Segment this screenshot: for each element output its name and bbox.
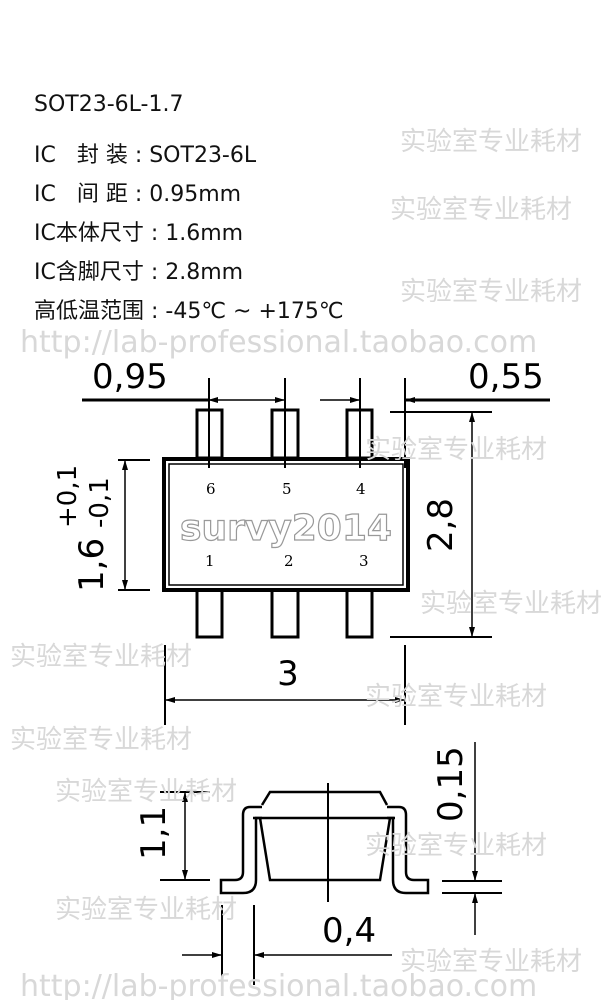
watermark-cn: 实验室专业耗材	[365, 682, 547, 712]
spec-pitch: IC 间 距 : 0.95mm	[34, 182, 242, 207]
watermark-cn: 实验室专业耗材	[420, 589, 602, 619]
top-view-labels: 6 5 4 1 2 3 0,95 0,55 3 2,8 1,6 +0,1 -0,…	[53, 357, 544, 694]
spec-temp-range: 高低温范围 : -45℃ ~ +175℃	[34, 299, 344, 324]
watermark-cn: 实验室专业耗材	[390, 195, 572, 225]
watermark-cn: 实验室专业耗材	[10, 642, 192, 672]
dim-foot-length: 0,4	[322, 911, 376, 951]
dim-body-width: 1,6	[72, 538, 112, 592]
pin-2-label: 2	[284, 552, 294, 570]
dim-body-tol-plus: +0,1	[53, 465, 83, 528]
dim-lead-width: 0,55	[468, 357, 544, 397]
leads-bottom	[195, 588, 374, 639]
dim-body-tol-minus: -0,1	[85, 477, 115, 528]
watermark-url: http://lab-professional.taobao.com	[20, 325, 537, 360]
spec-body-size: IC本体尺寸 : 1.6mm	[34, 221, 244, 246]
body-cap	[260, 790, 389, 806]
dim-pitch: 0,95	[92, 357, 168, 397]
watermark-cn: 实验室专业耗材	[400, 127, 582, 157]
watermark-cn: 实验室专业耗材	[55, 895, 237, 925]
lead-right	[387, 805, 430, 895]
title: SOT23-6L-1.7	[34, 92, 184, 117]
watermark-url: http://lab-professional.taobao.com	[20, 969, 537, 1000]
dim-overall-width: 2,8	[421, 498, 461, 552]
pin-1-label: 1	[205, 552, 215, 570]
package-body	[162, 457, 410, 592]
spec-lead-size: IC含脚尺寸 : 2.8mm	[34, 260, 244, 285]
watermark-user: survy2014	[180, 508, 392, 549]
watermark-cn: 实验室专业耗材	[365, 435, 547, 465]
dim-height: 1,1	[134, 806, 174, 860]
top-view	[82, 378, 550, 725]
side-view	[160, 742, 502, 985]
watermark-cn: 实验室专业耗材	[10, 725, 192, 755]
body-lower	[258, 817, 392, 882]
watermark-cn: 实验室专业耗材	[400, 947, 582, 977]
pin-6-label: 6	[206, 480, 216, 498]
watermarks: 实验室专业耗材 实验室专业耗材 实验室专业耗材 http://lab-profe…	[10, 127, 602, 1000]
spec-package: IC 封 装 : SOT23-6L	[34, 143, 257, 168]
side-view-labels: 1,1 0,15 0,4	[134, 746, 471, 951]
watermark-cn: 实验室专业耗材	[365, 831, 547, 861]
pin-3-label: 3	[359, 552, 369, 570]
dim-lead-thickness: 0,15	[431, 746, 471, 822]
dim-length: 3	[277, 654, 299, 694]
watermark-cn: 实验室专业耗材	[400, 277, 582, 307]
pin-4-label: 4	[356, 480, 366, 498]
lead-left	[219, 805, 262, 895]
pin-5-label: 5	[282, 480, 292, 498]
watermark-cn: 实验室专业耗材	[55, 777, 237, 807]
